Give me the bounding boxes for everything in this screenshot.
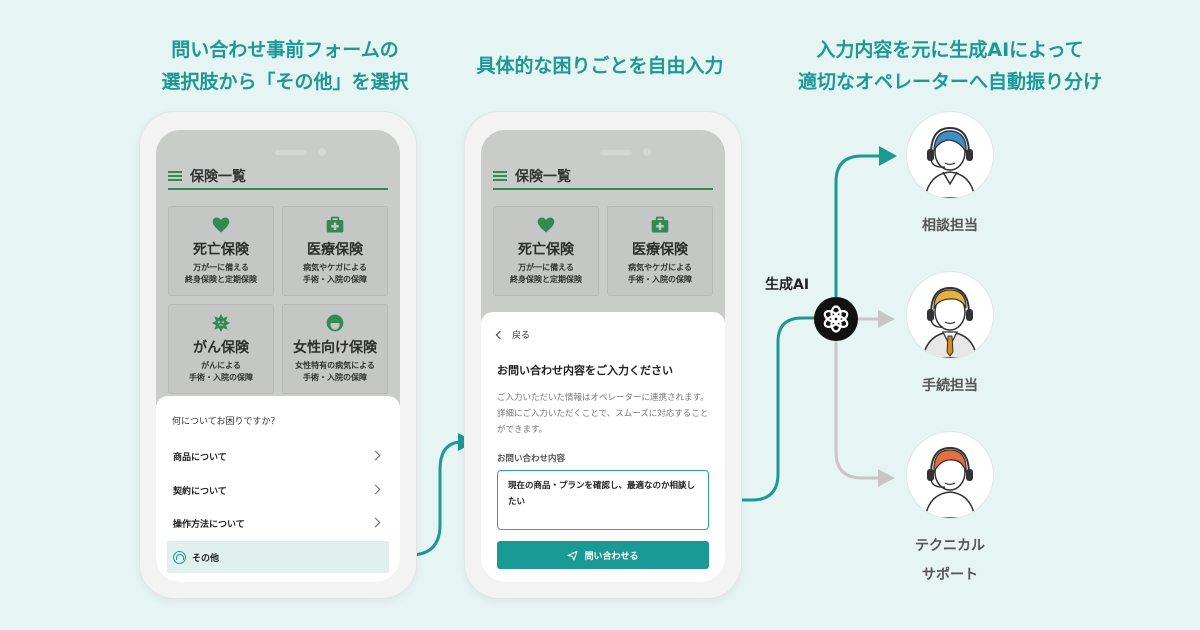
phone2-speaker <box>600 150 632 155</box>
card-desc-line2: 手術・入院の保障 <box>608 274 712 286</box>
option-label: 商品について <box>173 450 227 463</box>
card-desc-line2: 手術・入院の保障 <box>283 274 387 286</box>
phone-inquiry-form: 保険一覧 死亡保険 万が一に備える終身保険と定期保険 医療保険 病気やケガによる… <box>465 112 741 598</box>
card-title: 女性向け保険 <box>283 337 387 357</box>
phone2-screen: 保険一覧 死亡保険 万が一に備える終身保険と定期保険 医療保険 病気やケガによる… <box>481 130 725 582</box>
option-other[interactable]: その他 <box>167 541 389 573</box>
arrow-to-technical <box>836 341 882 478</box>
card-desc-line1: 病気やケガによる <box>608 262 712 274</box>
medical-kit-icon <box>650 215 670 235</box>
card-title: 死亡保険 <box>494 239 598 259</box>
operator-name: テクニカル サポート <box>905 532 995 590</box>
option-label: 操作方法について <box>173 517 245 530</box>
operator-name-line2: サポート <box>905 561 995 590</box>
list-icon <box>493 170 507 182</box>
card-cancer-insurance[interactable]: がん保険 がんによる手術・入院の保障 <box>168 304 274 394</box>
card-desc-line1: 病気やケガによる <box>283 262 387 274</box>
headset-icon <box>173 551 186 564</box>
form-description: ご入力いただいた情報はオペレーターに連携されます。詳細にご入力いただくことで、ス… <box>497 390 711 438</box>
phone-inquiry-select: 保険一覧 死亡保険 万が一に備える終身保険と定期保険 医療保険 病気やケガによる… <box>140 112 416 598</box>
card-medical-insurance[interactable]: 医療保険 病気やケガによる手術・入院の保障 <box>282 206 388 296</box>
operator-name-line1: テクニカル <box>905 532 995 561</box>
card-desc: 万が一に備える終身保険と定期保険 <box>494 262 598 286</box>
insurance-list-title: 保険一覧 <box>515 166 571 186</box>
arrow-to-consultation <box>836 156 882 297</box>
chevron-right-icon <box>371 518 381 528</box>
operator-avatar <box>907 272 993 358</box>
card-desc-line2: 手術・入院の保障 <box>169 372 273 384</box>
inquiry-field-label: お問い合わせ内容 <box>497 452 565 464</box>
chevron-left-icon <box>496 330 504 338</box>
send-icon <box>567 550 578 561</box>
card-desc: 女性特有の病気による手術・入院の保障 <box>283 360 387 384</box>
operator-name: 手続担当 <box>905 372 995 401</box>
card-desc-line1: 女性特有の病気による <box>283 360 387 372</box>
option-contract[interactable]: 契約について <box>167 475 389 505</box>
submit-inquiry-button[interactable]: 問い合わせる <box>497 541 709 569</box>
operator-technical: テクニカル サポート <box>905 432 995 590</box>
card-desc-line1: 万が一に備える <box>494 262 598 274</box>
woman-icon <box>325 313 345 333</box>
option-operation[interactable]: 操作方法について <box>167 508 389 538</box>
chevron-right-icon <box>371 485 381 495</box>
card-desc: がんによる手術・入院の保障 <box>169 360 273 384</box>
card-death-insurance[interactable]: 死亡保険 万が一に備える終身保険と定期保険 <box>168 206 274 296</box>
card-desc: 病気やケガによる手術・入院の保障 <box>608 262 712 286</box>
arrow-head-to-technical <box>878 469 895 487</box>
ai-label: 生成AI <box>765 274 809 294</box>
phone1-camera <box>318 148 326 156</box>
card-desc: 病気やケガによる手術・入院の保障 <box>283 262 387 286</box>
operator-avatar <box>907 432 993 518</box>
card-desc: 万が一に備える終身保険と定期保険 <box>169 262 273 286</box>
back-button[interactable]: 戻る <box>497 328 530 341</box>
submit-label: 問い合わせる <box>584 549 638 562</box>
card-desc-line1: 万が一に備える <box>169 262 273 274</box>
inquiry-question: 何についてお困りですか？ <box>172 414 279 427</box>
form-title: お問い合わせ内容をご入力ください <box>497 362 673 378</box>
arrow-head-to-consultation <box>879 146 897 166</box>
heart-icon <box>536 215 556 235</box>
chevron-right-icon <box>371 451 381 461</box>
card-death-insurance[interactable]: 死亡保険 万が一に備える終身保険と定期保険 <box>493 206 599 296</box>
openai-knot-graphic <box>822 305 850 333</box>
insurance-list-title: 保険一覧 <box>190 166 246 186</box>
insurance-list-header: 保険一覧 <box>168 164 388 190</box>
card-title: がん保険 <box>169 337 273 357</box>
option-product[interactable]: 商品について <box>167 441 389 471</box>
operator-headset-icon <box>907 112 993 198</box>
phone2-camera <box>643 148 651 156</box>
arrow-head-to-procedure <box>878 310 895 328</box>
operator-avatar <box>907 112 993 198</box>
option-label: その他 <box>192 551 219 564</box>
inquiry-category-sheet: 何についてお困りですか？ 商品について 契約について 操作方法について その他 <box>156 396 400 582</box>
operator-name: 相談担当 <box>905 212 995 241</box>
inquiry-form-sheet: 戻る お問い合わせ内容をご入力ください ご入力いただいた情報はオペレーターに連携… <box>481 312 725 582</box>
insurance-list-header: 保険一覧 <box>493 164 713 190</box>
card-desc-line2: 終身保険と定期保険 <box>169 274 273 286</box>
phone1-speaker <box>275 150 307 155</box>
card-desc-line2: 手術・入院の保障 <box>283 372 387 384</box>
operator-consultation: 相談担当 <box>905 112 995 241</box>
operator-headset-icon <box>907 432 993 518</box>
openai-logo-icon <box>814 297 858 341</box>
card-medical-insurance[interactable]: 医療保険 病気やケガによる手術・入院の保障 <box>607 206 713 296</box>
inquiry-textarea[interactable]: 現在の商品・プランを確認し、最適なのか相談したい <box>497 470 709 530</box>
card-title: 医療保険 <box>283 239 387 259</box>
operator-procedure: 手続担当 <box>905 272 995 401</box>
card-desc-line2: 終身保険と定期保険 <box>494 274 598 286</box>
card-desc-line1: がんによる <box>169 360 273 372</box>
medical-kit-icon <box>325 215 345 235</box>
card-title: 医療保険 <box>608 239 712 259</box>
operator-headset-icon <box>907 272 993 358</box>
list-icon <box>168 170 182 182</box>
cancer-cell-icon <box>211 313 231 333</box>
card-women-insurance[interactable]: 女性向け保険 女性特有の病気による手術・入院の保障 <box>282 304 388 394</box>
option-label: 契約について <box>173 484 227 497</box>
back-label: 戻る <box>512 328 530 341</box>
card-title: 死亡保険 <box>169 239 273 259</box>
heart-icon <box>211 215 231 235</box>
phone1-screen: 保険一覧 死亡保険 万が一に備える終身保険と定期保険 医療保険 病気やケガによる… <box>156 130 400 582</box>
